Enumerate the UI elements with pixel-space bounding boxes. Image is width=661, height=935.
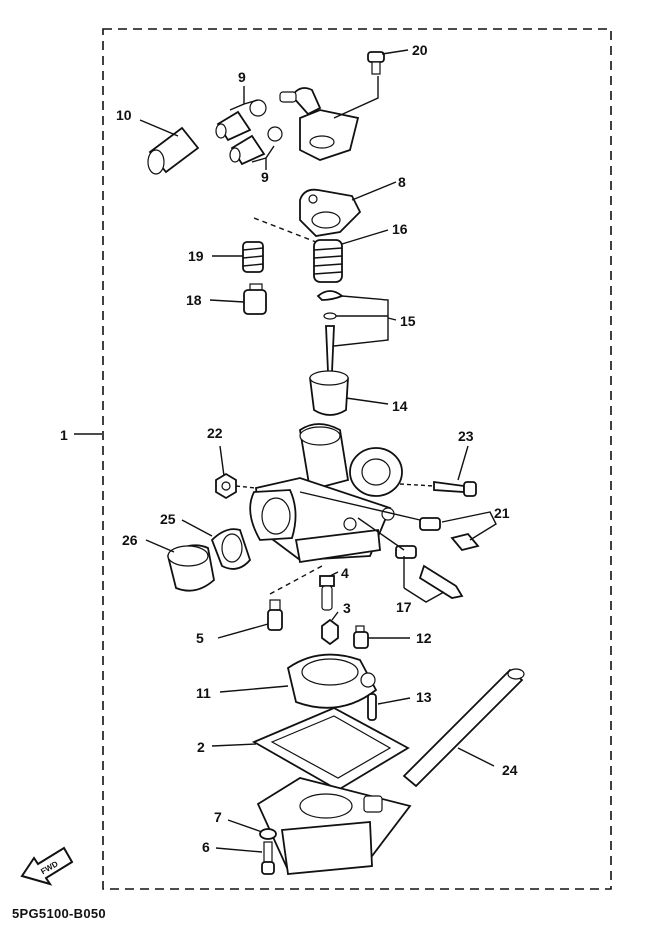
- part-10-tube: [147, 126, 200, 175]
- leader-lines: [74, 49, 497, 853]
- part-float-bowl: [256, 777, 412, 875]
- drawing-code: 5PG5100-B050: [12, 906, 106, 921]
- callout-2: 2: [197, 739, 205, 755]
- part-26-clamp: [166, 544, 215, 592]
- callout-25: 25: [160, 511, 176, 527]
- part-13-pin: [367, 693, 377, 721]
- part-9-fitting-lower: [229, 126, 283, 166]
- callout-8: 8: [398, 174, 406, 190]
- callouts: 1 2 3 4 5 6 7 8 9 9 10 11 12 13 14 15 16…: [60, 42, 518, 855]
- callout-7: 7: [214, 809, 222, 825]
- callout-4: 4: [341, 565, 349, 581]
- part-25-ring: [210, 528, 252, 570]
- callout-26: 26: [122, 532, 138, 548]
- part-24-tube: [402, 668, 525, 788]
- callout-22: 22: [207, 425, 223, 441]
- part-19-spring: [242, 241, 264, 273]
- callout-20: 20: [412, 42, 428, 58]
- callout-12: 12: [416, 630, 432, 646]
- callout-1: 1: [60, 427, 68, 443]
- part-17-spring-screw: [395, 545, 464, 599]
- part-20-screw: [367, 51, 385, 75]
- part-3-main-jet: [321, 618, 339, 646]
- find-arrow-icon: FWD: [20, 846, 74, 886]
- callout-6: 6: [202, 839, 210, 855]
- part-12-plug: [353, 625, 369, 649]
- part-22-nut: [215, 472, 237, 500]
- part-8-plate: [299, 188, 362, 237]
- callout-3: 3: [343, 600, 351, 616]
- callout-13: 13: [416, 689, 432, 705]
- callout-14: 14: [392, 398, 408, 414]
- callout-5: 5: [196, 630, 204, 646]
- assembly-boundary: [102, 28, 612, 890]
- callout-10: 10: [116, 107, 132, 123]
- part-1-carburetor-body: [249, 423, 403, 564]
- callout-15: 15: [400, 313, 416, 329]
- callout-24: 24: [502, 762, 518, 778]
- part-23-screw: [433, 480, 477, 497]
- callout-23: 23: [458, 428, 474, 444]
- part-9-fitting-upper: [215, 99, 267, 142]
- callout-16: 16: [392, 221, 408, 237]
- part-21-screw-set: [419, 517, 480, 552]
- callout-18: 18: [186, 292, 202, 308]
- callout-17: 17: [396, 599, 412, 615]
- part-4-needle-jet: [319, 575, 335, 611]
- part-15-clip: [316, 290, 344, 373]
- part-14-slide: [309, 370, 349, 416]
- part-6-screw: [261, 841, 275, 875]
- callout-19: 19: [188, 248, 204, 264]
- part-11-float: [286, 653, 378, 709]
- part-2-gasket: [251, 707, 410, 792]
- part-7-washer: [259, 828, 277, 840]
- callout-21: 21: [494, 505, 510, 521]
- part-5-pilot-jet: [267, 599, 283, 631]
- callout-9-lower: 9: [261, 169, 269, 185]
- part-18-holder: [243, 283, 267, 315]
- part-16-spring: [313, 239, 343, 283]
- callout-9-upper: 9: [238, 69, 246, 85]
- part-bracket: [279, 87, 360, 161]
- callout-11: 11: [196, 685, 211, 701]
